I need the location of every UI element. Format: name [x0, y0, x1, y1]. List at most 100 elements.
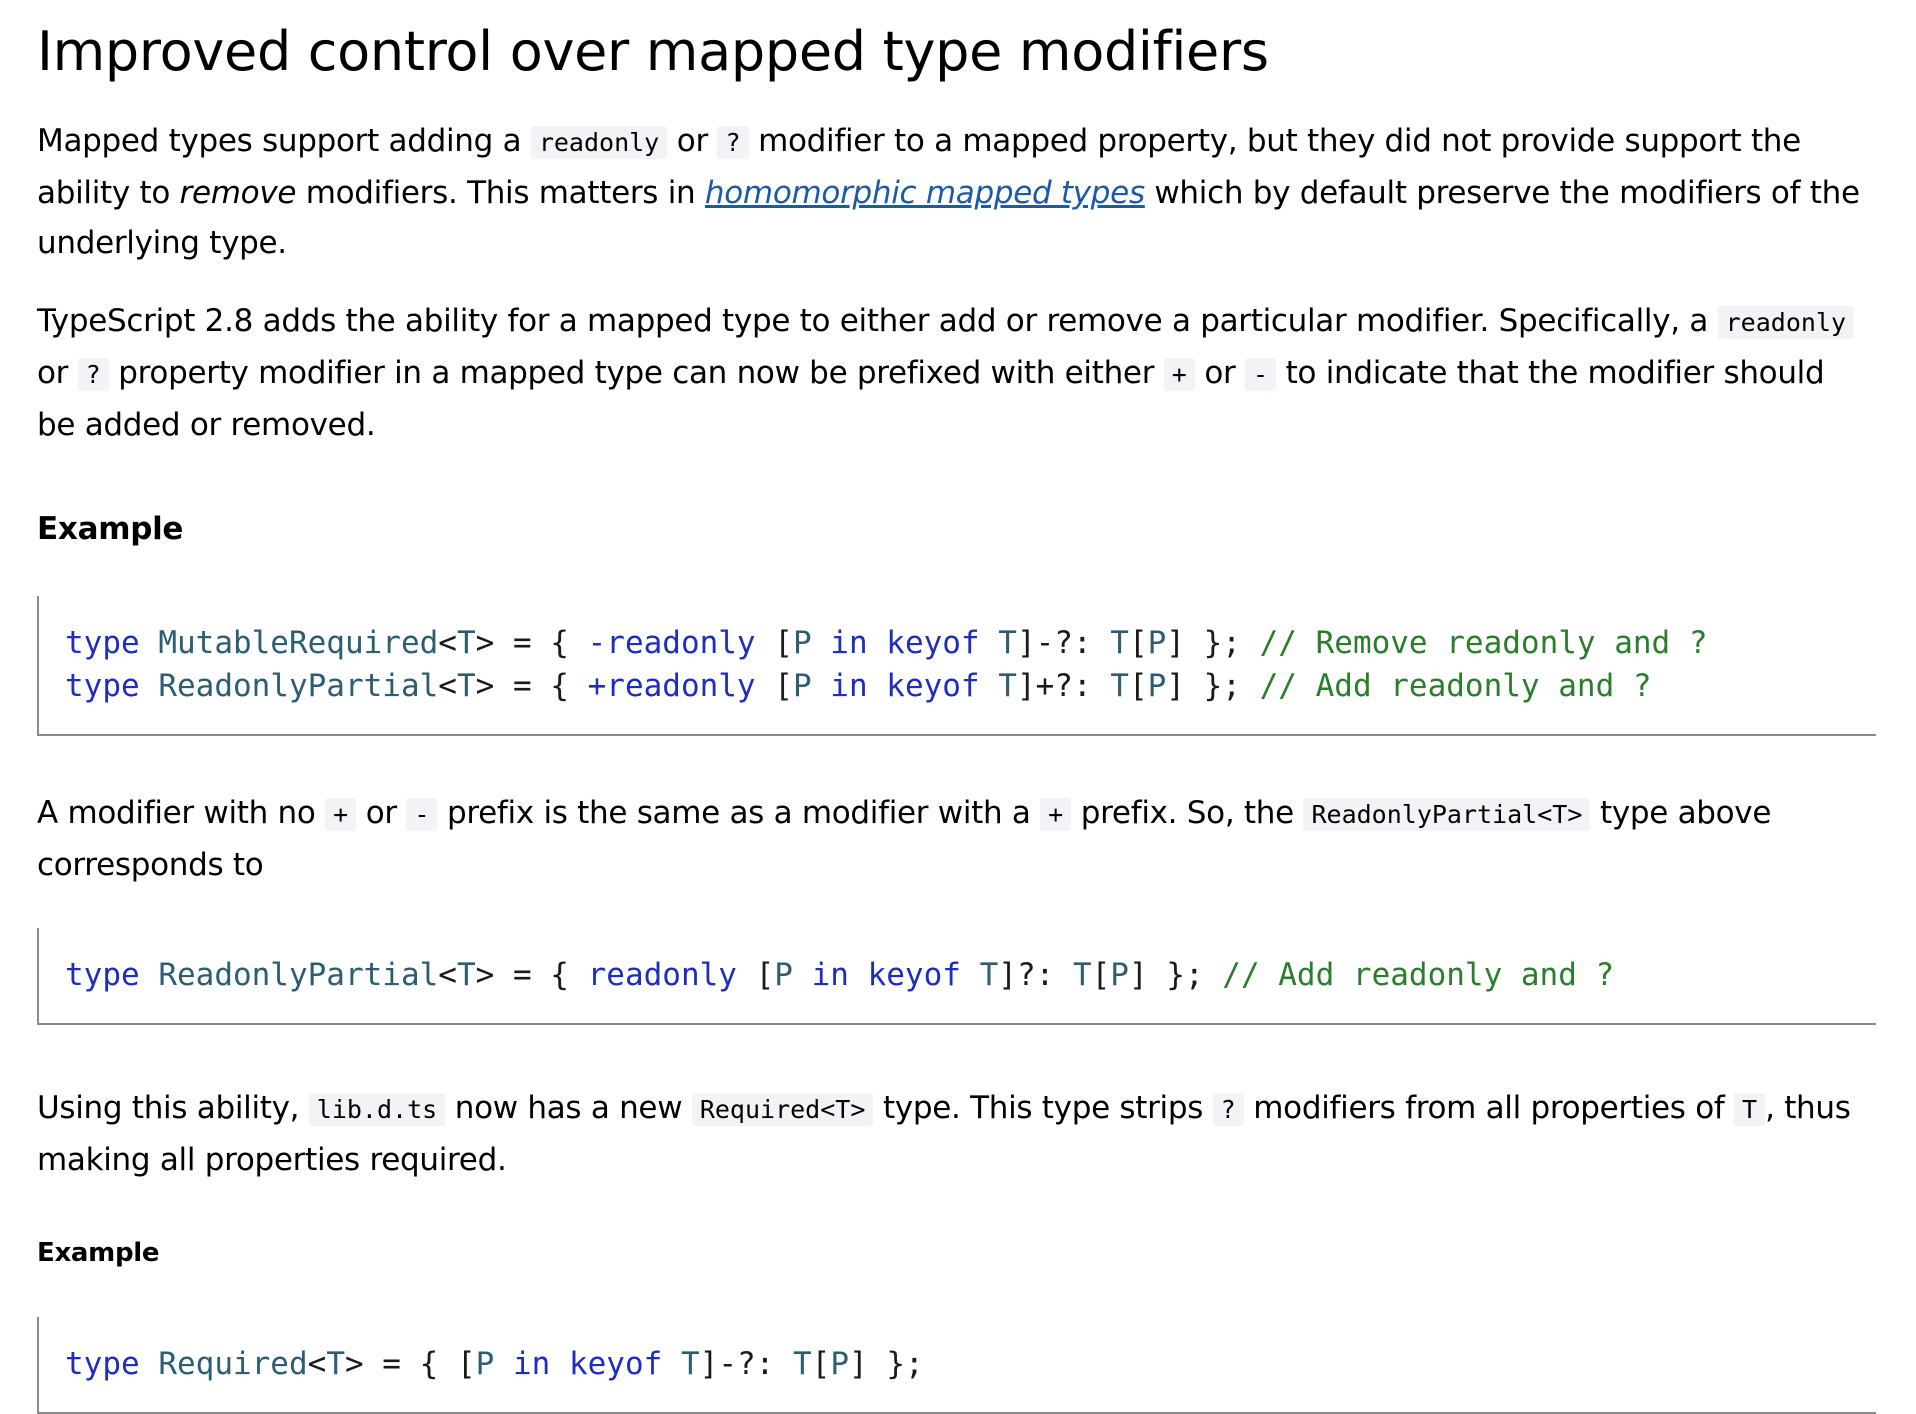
text: Using this ability,	[37, 1090, 309, 1126]
paragraph-ts28-modifiers: TypeScript 2.8 adds the ability for a ma…	[37, 296, 1868, 450]
code-token: P	[1110, 957, 1129, 993]
code-token: <	[438, 625, 457, 661]
code-block-mutable-readonly: type MutableRequired<T> = { -readonly [P…	[37, 596, 1876, 736]
code-token: T	[979, 957, 999, 993]
code-token: keyof	[867, 957, 961, 993]
code-token: in	[830, 625, 868, 661]
code-token: [	[1128, 668, 1148, 704]
paragraph-prefix-default: A modifier with no + or - prefix is the …	[37, 788, 1868, 890]
code-token: P	[792, 668, 812, 704]
code-token: in	[830, 668, 868, 704]
code-token: ] };	[1166, 625, 1260, 661]
text: type. This type strips	[873, 1090, 1213, 1126]
text: modifiers. This matters in	[296, 175, 705, 211]
code-token: > = {	[475, 957, 588, 993]
code-token: in	[811, 957, 849, 993]
paragraph-mapped-types-intro: Mapped types support adding a readonly o…	[37, 116, 1868, 268]
code-token: T	[1072, 957, 1092, 993]
text: A modifier with no	[37, 795, 326, 831]
code-token: type	[65, 668, 140, 704]
code-token: ReadonlyPartial	[158, 957, 439, 993]
code-token: T	[1110, 625, 1129, 661]
text: or	[1194, 355, 1246, 391]
code-token: ]?:	[998, 957, 1073, 993]
text: now has a new	[445, 1090, 692, 1126]
code-token: <	[438, 668, 457, 704]
code-token: T	[792, 1346, 812, 1382]
code-token: > = {	[475, 625, 588, 661]
inline-code: -	[406, 798, 438, 831]
inline-code: +	[1040, 798, 1072, 831]
code-token: -readonly	[587, 625, 756, 661]
inline-code: readonly	[530, 126, 668, 159]
text: , thus making all properties required.	[37, 1090, 1851, 1178]
code-token: ]-?:	[699, 1346, 793, 1382]
text: TypeScript 2.8 adds the ability for a ma…	[37, 303, 1718, 339]
code-token: T	[456, 668, 476, 704]
code-token: > = {	[475, 668, 588, 704]
code-token: P	[830, 1346, 849, 1382]
code-token: <	[307, 1346, 327, 1382]
code-token: [	[1128, 625, 1148, 661]
paragraph-required-type: Using this ability, lib.d.ts now has a n…	[37, 1083, 1868, 1185]
text: or	[37, 355, 78, 391]
text: prefix is the same as a modifier with a	[437, 795, 1041, 831]
code-token: ]-?:	[1016, 625, 1111, 661]
code-token: ] };	[1128, 957, 1223, 993]
code-token: MutableRequired	[158, 625, 439, 661]
inline-code: ?	[1212, 1093, 1244, 1126]
code-token: T	[998, 625, 1017, 661]
code-token: ]+?:	[1016, 668, 1111, 704]
inline-code: T	[1734, 1093, 1766, 1126]
code-line: type MutableRequired<T> = { -readonly [P…	[65, 622, 1876, 665]
code-line: type Required<T> = { [P in keyof T]-?: T…	[65, 1343, 1876, 1386]
inline-code: lib.d.ts	[308, 1093, 446, 1126]
inline-code: +	[325, 798, 357, 831]
code-token: T	[680, 1346, 700, 1382]
code-token: type	[65, 957, 140, 993]
text: property modifier in a mapped type can n…	[108, 355, 1164, 391]
code-token: Required	[158, 1346, 308, 1382]
code-token: P	[1147, 625, 1167, 661]
code-block-required: type Required<T> = { [P in keyof T]-?: T…	[37, 1317, 1876, 1414]
text: which by default preserve the modifiers …	[37, 175, 1860, 261]
text: or	[667, 123, 718, 159]
text: to indicate that the modifier should be …	[37, 355, 1825, 443]
code-token: keyof	[886, 625, 980, 661]
code-token: T	[456, 625, 476, 661]
code-token: T	[998, 668, 1017, 704]
code-token: in	[512, 1346, 551, 1382]
code-token: [	[736, 957, 775, 993]
homomorphic-mapped-types-link[interactable]: homomorphic mapped types	[704, 175, 1145, 211]
inline-code: ReadonlyPartial<T>	[1303, 798, 1591, 831]
inline-code: readonly	[1717, 306, 1855, 339]
code-line: type ReadonlyPartial<T> = { +readonly [P…	[65, 665, 1876, 708]
code-line: type ReadonlyPartial<T> = { readonly [P …	[65, 954, 1876, 997]
example-heading: Example	[37, 1238, 160, 1268]
code-comment: // Add readonly and ?	[1259, 668, 1652, 704]
code-token: readonly	[587, 957, 737, 993]
code-comment: // Add readonly and ?	[1222, 957, 1615, 993]
inline-code: ?	[77, 358, 109, 391]
code-token: type	[65, 1346, 140, 1382]
code-token: ] };	[1166, 668, 1260, 704]
inline-code: +	[1163, 358, 1195, 391]
inline-code: Required<T>	[691, 1093, 874, 1126]
code-token: T	[326, 1346, 345, 1382]
code-token: ] };	[849, 1346, 924, 1382]
code-token: [	[755, 668, 793, 704]
code-token: keyof	[886, 668, 980, 704]
text: Mapped types support adding a	[37, 123, 531, 159]
code-token: ReadonlyPartial	[158, 668, 439, 704]
code-token: type	[65, 625, 140, 661]
code-block-readonly-partial: type ReadonlyPartial<T> = { readonly [P …	[37, 928, 1876, 1025]
text: modifier to a mapped property, but they …	[37, 123, 1801, 211]
code-token: keyof	[568, 1346, 663, 1382]
code-token: [	[811, 1346, 831, 1382]
code-token: <	[438, 957, 457, 993]
text: type above corresponds to	[37, 795, 1772, 883]
code-token: P	[792, 625, 812, 661]
code-token: T	[1110, 668, 1129, 704]
text: modifiers from all properties of	[1243, 1090, 1735, 1126]
